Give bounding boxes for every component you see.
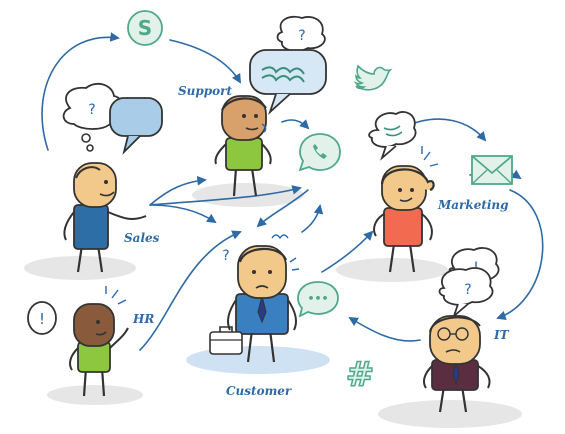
arrow-it-to-customer — [348, 317, 421, 342]
chat-dots: ••• — [307, 292, 328, 305]
ground-shadows — [24, 183, 522, 428]
it-speech-bubble: ? — [438, 267, 494, 319]
arrow-support-to-whatsapp — [281, 119, 310, 130]
customer-question-mark: ? — [222, 248, 229, 264]
support-label: Support — [178, 84, 233, 98]
arrow-sales-to-customer — [149, 204, 217, 224]
whatsapp-icon — [298, 133, 341, 172]
hr-label: HR — [133, 312, 155, 326]
twitter-icon — [353, 64, 393, 91]
support-speech-bubble — [249, 49, 327, 115]
worry-marks — [289, 257, 300, 271]
support-thought-bubble: ? — [276, 15, 326, 52]
connection-arrows — [41, 32, 544, 351]
it-person: ! ? — [423, 247, 500, 413]
briefcase-icon — [209, 326, 243, 355]
support-person: ? — [214, 15, 327, 197]
support-question-mark: ? — [298, 28, 305, 44]
hashtag-icon: # — [345, 354, 375, 396]
chat-icon: ••• — [297, 281, 339, 318]
arrow-whatsapp-to-support — [256, 189, 309, 228]
svg-text:S: S — [138, 16, 152, 40]
sales-question-mark: ? — [88, 102, 95, 118]
arrow-customer-to-whatsapp — [301, 204, 324, 233]
arrow-email-loop — [496, 189, 544, 321]
marketing-person — [368, 111, 439, 273]
email-icon — [471, 155, 513, 185]
it-label: IT — [494, 328, 509, 342]
arrow-sales-to-skype — [41, 32, 120, 151]
sales-label: Sales — [124, 231, 160, 245]
customer-label: Customer — [226, 384, 292, 398]
arrow-hr-to-customer — [139, 230, 242, 351]
customer-person: ? — [209, 245, 297, 363]
hr-exclamation-mark: ! — [39, 310, 45, 328]
marketing-label: Marketing — [438, 198, 509, 212]
it-question-mark: ? — [464, 282, 471, 298]
arrow-sales-to-whatsapp — [149, 185, 302, 206]
arrow-customer-to-marketing — [321, 230, 374, 273]
doodle-swirl — [271, 234, 289, 240]
arrow-sales-to-support — [149, 175, 207, 206]
skype-icon: S — [127, 10, 163, 46]
hash-glyph: # — [346, 355, 375, 395]
hr-person: ! — [27, 286, 129, 397]
arrow-skype-to-support — [169, 39, 241, 84]
sales-person: ? — [62, 82, 163, 273]
marketing-speech-bubble — [368, 111, 417, 161]
sales-speech-bubble — [109, 97, 163, 155]
hr-exclamation-bubble: ! — [27, 301, 57, 335]
